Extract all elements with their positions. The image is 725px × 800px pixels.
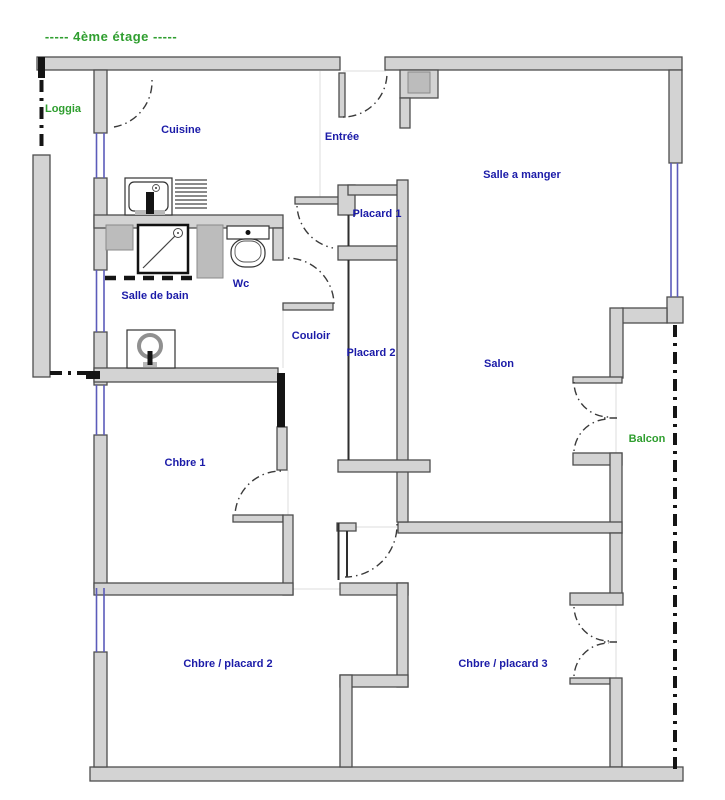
room-label-cuisine: Cuisine xyxy=(161,124,201,136)
thin-partitions xyxy=(337,215,350,580)
labels: ----- 4ème étage ----- Loggia Cuisine En… xyxy=(45,29,666,670)
wall-segment xyxy=(93,367,279,383)
wall-segment xyxy=(397,521,623,534)
wall-segment xyxy=(93,582,294,596)
window-cuisine xyxy=(95,133,105,178)
door-arc-salon-balcon-1 xyxy=(573,381,610,418)
column xyxy=(196,224,224,279)
wall-segment xyxy=(89,766,684,782)
door-arc-chbre3-balcon-1 xyxy=(573,606,610,642)
wall-segment xyxy=(396,179,409,523)
dark-wall-bar xyxy=(277,373,285,427)
wall-end-cap xyxy=(38,57,45,78)
wall-segment xyxy=(609,532,623,596)
wall-segment xyxy=(569,677,611,685)
wall-segment xyxy=(337,459,431,473)
room-label-couloir: Couloir xyxy=(292,330,331,342)
room-label-chbre-placard2: Chbre / placard 2 xyxy=(183,658,272,670)
door-arc-hall xyxy=(344,523,398,578)
walls xyxy=(32,56,684,782)
wall-segment xyxy=(93,69,108,134)
kitchen-sink-icon xyxy=(124,177,207,216)
door-arc-chbre3-balcon-2 xyxy=(573,642,610,677)
entrance-door-jamb xyxy=(338,72,346,118)
wall-segment xyxy=(572,376,623,384)
wall-segment xyxy=(609,677,623,768)
window-chbre-placard2 xyxy=(95,588,105,652)
columns xyxy=(105,71,431,279)
doors xyxy=(113,72,617,677)
wall-segment xyxy=(339,674,353,768)
wall-segment xyxy=(232,514,284,523)
room-label-chbre-placard3: Chbre / placard 3 xyxy=(458,658,547,670)
utility-shaft xyxy=(407,71,431,94)
shower-icon xyxy=(136,223,190,275)
wall-segment xyxy=(336,522,357,532)
loggia-outer-wall xyxy=(32,154,51,378)
room-label-chbre1: Chbre 1 xyxy=(165,457,206,469)
room-label-salle-de-bain: Salle de bain xyxy=(121,290,189,302)
door-arc-wc xyxy=(287,257,335,305)
wall-segment xyxy=(93,651,108,768)
room-label-loggia: Loggia xyxy=(45,103,82,115)
wall-segment xyxy=(609,452,623,534)
window-salle-a-manger xyxy=(670,163,679,297)
room-label-salle-a-manger: Salle a manger xyxy=(483,169,561,181)
room-label-entree: Entrée xyxy=(325,131,359,143)
room-label-wc: Wc xyxy=(233,278,250,290)
room-label-balcon: Balcon xyxy=(629,433,666,445)
room-label-placard2: Placard 2 xyxy=(347,347,396,359)
wall-segment xyxy=(294,196,344,205)
wall-segment xyxy=(36,56,341,71)
window-salle-de-bain xyxy=(95,270,105,332)
toilet-icon xyxy=(226,225,270,268)
wall-segment xyxy=(668,69,683,164)
wall-segment xyxy=(569,592,624,606)
wall-segment xyxy=(621,307,668,324)
wall-segment xyxy=(93,434,108,589)
drainboard-icon xyxy=(175,179,207,209)
wall-segment xyxy=(282,302,334,311)
construction-lines xyxy=(282,70,617,678)
windows xyxy=(95,133,679,652)
door-arc-couloir xyxy=(296,205,334,249)
column xyxy=(105,224,134,251)
wall-segment xyxy=(666,296,684,324)
wall-segment xyxy=(396,582,409,688)
wall-end-cap xyxy=(86,371,100,379)
door-arc-salon-balcon-2 xyxy=(573,418,610,452)
open-boundaries xyxy=(39,80,677,770)
door-arc-entree xyxy=(342,72,388,118)
wall-segment xyxy=(399,97,411,129)
room-label-placard1: Placard 1 xyxy=(353,208,402,220)
wall-segment xyxy=(276,426,288,471)
room-label-salon: Salon xyxy=(484,358,514,370)
wall-segment xyxy=(272,227,284,261)
washbasin-icon xyxy=(126,329,176,369)
wall-caps xyxy=(38,57,285,427)
floor-title: ----- 4ème étage ----- xyxy=(45,29,177,44)
wall-segment xyxy=(384,56,683,71)
door-arc-chbre1 xyxy=(234,470,282,516)
window-chbre1 xyxy=(95,385,105,435)
wall-segment xyxy=(609,307,624,379)
door-arc-cuisine xyxy=(113,79,153,128)
